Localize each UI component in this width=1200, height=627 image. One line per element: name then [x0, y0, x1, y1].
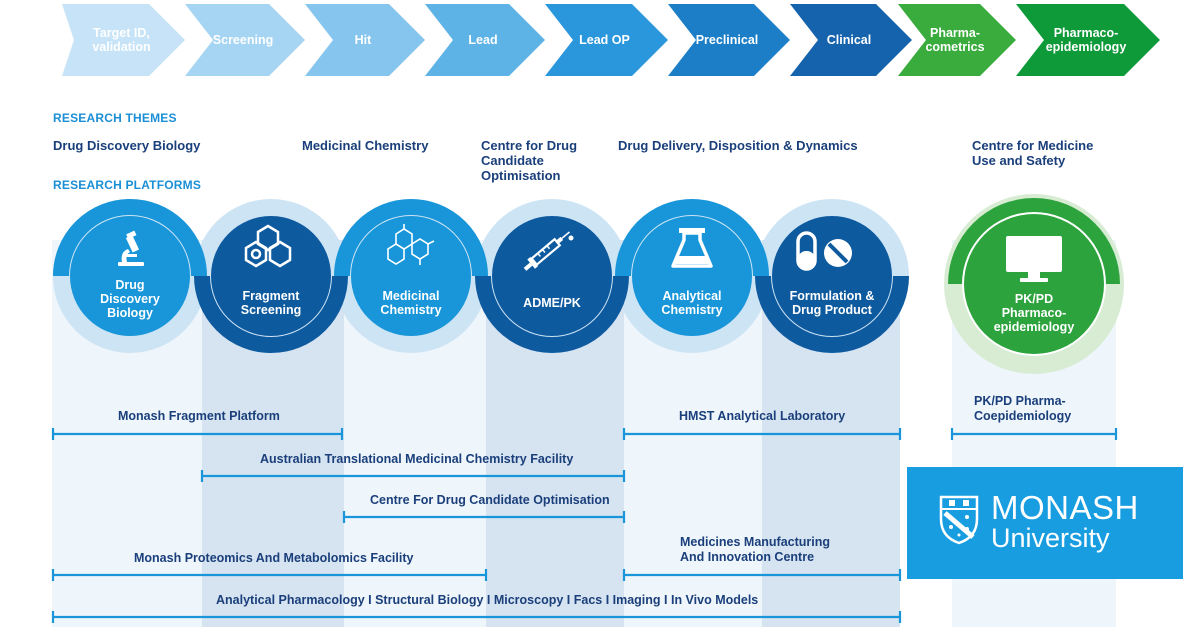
platform-label-fragment-screening: Fragment Screening: [240, 289, 302, 317]
facility-label-shared-platforms: Analytical Pharmacology I Structural Bio…: [216, 593, 759, 607]
monash-logo-name: MONASH: [991, 489, 1139, 526]
theme-medicinal-chemistry: Medicinal Chemistry: [302, 138, 429, 153]
theme-drug-delivery: Drug Delivery, Disposition & Dynamics: [618, 138, 858, 153]
pipeline-arrow: [790, 4, 912, 76]
theme-drug-discovery-biology: Drug Discovery Biology: [53, 138, 201, 153]
facility-label-proteomics-metabolomics: Monash Proteomics And Metabolomics Facil…: [134, 551, 414, 565]
pipeline-arrow-label: Clinical: [826, 33, 872, 47]
pipeline-arrow: [305, 4, 425, 76]
pipeline-arrow-label: Hit: [354, 33, 372, 47]
pipeline-arrow: [185, 4, 305, 76]
theme-centre-for-drug-candidate-optimisation: Centre for Drug Candidate Optimisation: [481, 138, 578, 183]
research-platforms-heading: RESEARCH PLATFORMS: [53, 178, 202, 192]
facility-label-cdco: Centre For Drug Candidate Optimisation: [370, 493, 610, 507]
chain-arc: [194, 275, 348, 353]
platform-disc: [70, 216, 190, 336]
pipeline-arrow: [898, 4, 1016, 76]
pipeline-arrow-label: Preclinical: [695, 33, 759, 47]
microscope-icon: [118, 230, 144, 266]
monash-crest-icon: [939, 495, 979, 545]
molecule-icon: [387, 224, 435, 265]
hexagons-icon: [244, 224, 292, 268]
pipeline-arrow-label: Lead: [468, 33, 498, 47]
facility-label-medicines-manufacturing: Medicines Manufacturing And Innovation C…: [680, 535, 831, 564]
platform-disc: [772, 216, 892, 336]
platform-label-adme-pk: ADME/PK: [523, 296, 581, 310]
pipeline-arrow: [62, 4, 185, 76]
facility-label-monash-fragment-platform: Monash Fragment Platform: [118, 409, 280, 423]
flask-icon: [671, 228, 713, 268]
pipeline-arrows: [62, 4, 1160, 76]
pipeline-arrow: [668, 4, 790, 76]
platform-label-analytical-chemistry: Analytical Chemistry: [661, 289, 723, 317]
chain-arc: [615, 199, 769, 277]
platform-label-medicinal-chemistry: Medicinal Chemistry: [380, 289, 442, 317]
pipeline-arrow-label: Screening: [212, 33, 274, 47]
monitor-icon: [1006, 236, 1062, 282]
syringe-icon: [523, 231, 570, 271]
facility-label-atmcf: Australian Translational Medicinal Chemi…: [260, 452, 574, 466]
pkpd-disc: [964, 214, 1104, 354]
platform-disc: [492, 216, 612, 336]
platform-label-formulation-drug-product: Formulation & Drug Product: [789, 289, 875, 317]
platform-chain: [53, 194, 1124, 374]
platform-label-pkpd-pharmacoepidemiology: PK/PD Pharmaco- epidemiology: [993, 292, 1075, 334]
pipeline-arrow: [545, 4, 668, 76]
monash-university-logo: MONASH University: [907, 467, 1183, 579]
facility-label-hmst-analytical-laboratory: HMST Analytical Laboratory: [679, 409, 846, 423]
platform-disc: [211, 216, 331, 336]
pipeline-arrow-label: Target ID, validation: [92, 26, 151, 54]
pipeline-arrow: [1016, 4, 1160, 76]
chain-arc: [475, 275, 629, 353]
pipeline-arrow-label: Pharmaco- epidemiology: [1045, 26, 1127, 54]
pipeline-arrow: [425, 4, 545, 76]
theme-centre-for-medicine-use-and-safety: Centre for Medicine Use and Safety: [972, 138, 1094, 168]
research-themes-heading: RESEARCH THEMES: [53, 111, 177, 125]
pipeline-arrow-label: Lead OP: [579, 33, 630, 47]
facility-bars: [51, 428, 1118, 623]
syringe-drop-icon: [568, 235, 574, 241]
chain-arc: [53, 199, 207, 277]
platform-disc: [632, 216, 752, 336]
monash-logo-sub: University: [991, 523, 1110, 553]
facility-label-pkpd-pharmacoepidemiology: PK/PD Pharma- Coepidemiology: [974, 394, 1072, 423]
platform-disc: [351, 216, 471, 336]
chain-arc: [755, 275, 909, 353]
pipeline-arrow-label: Pharma- cometrics: [925, 26, 985, 54]
pills-icon: [796, 231, 852, 271]
platform-label-drug-discovery-biology: Drug Discovery Biology: [100, 278, 160, 320]
chain-arc: [334, 199, 488, 277]
